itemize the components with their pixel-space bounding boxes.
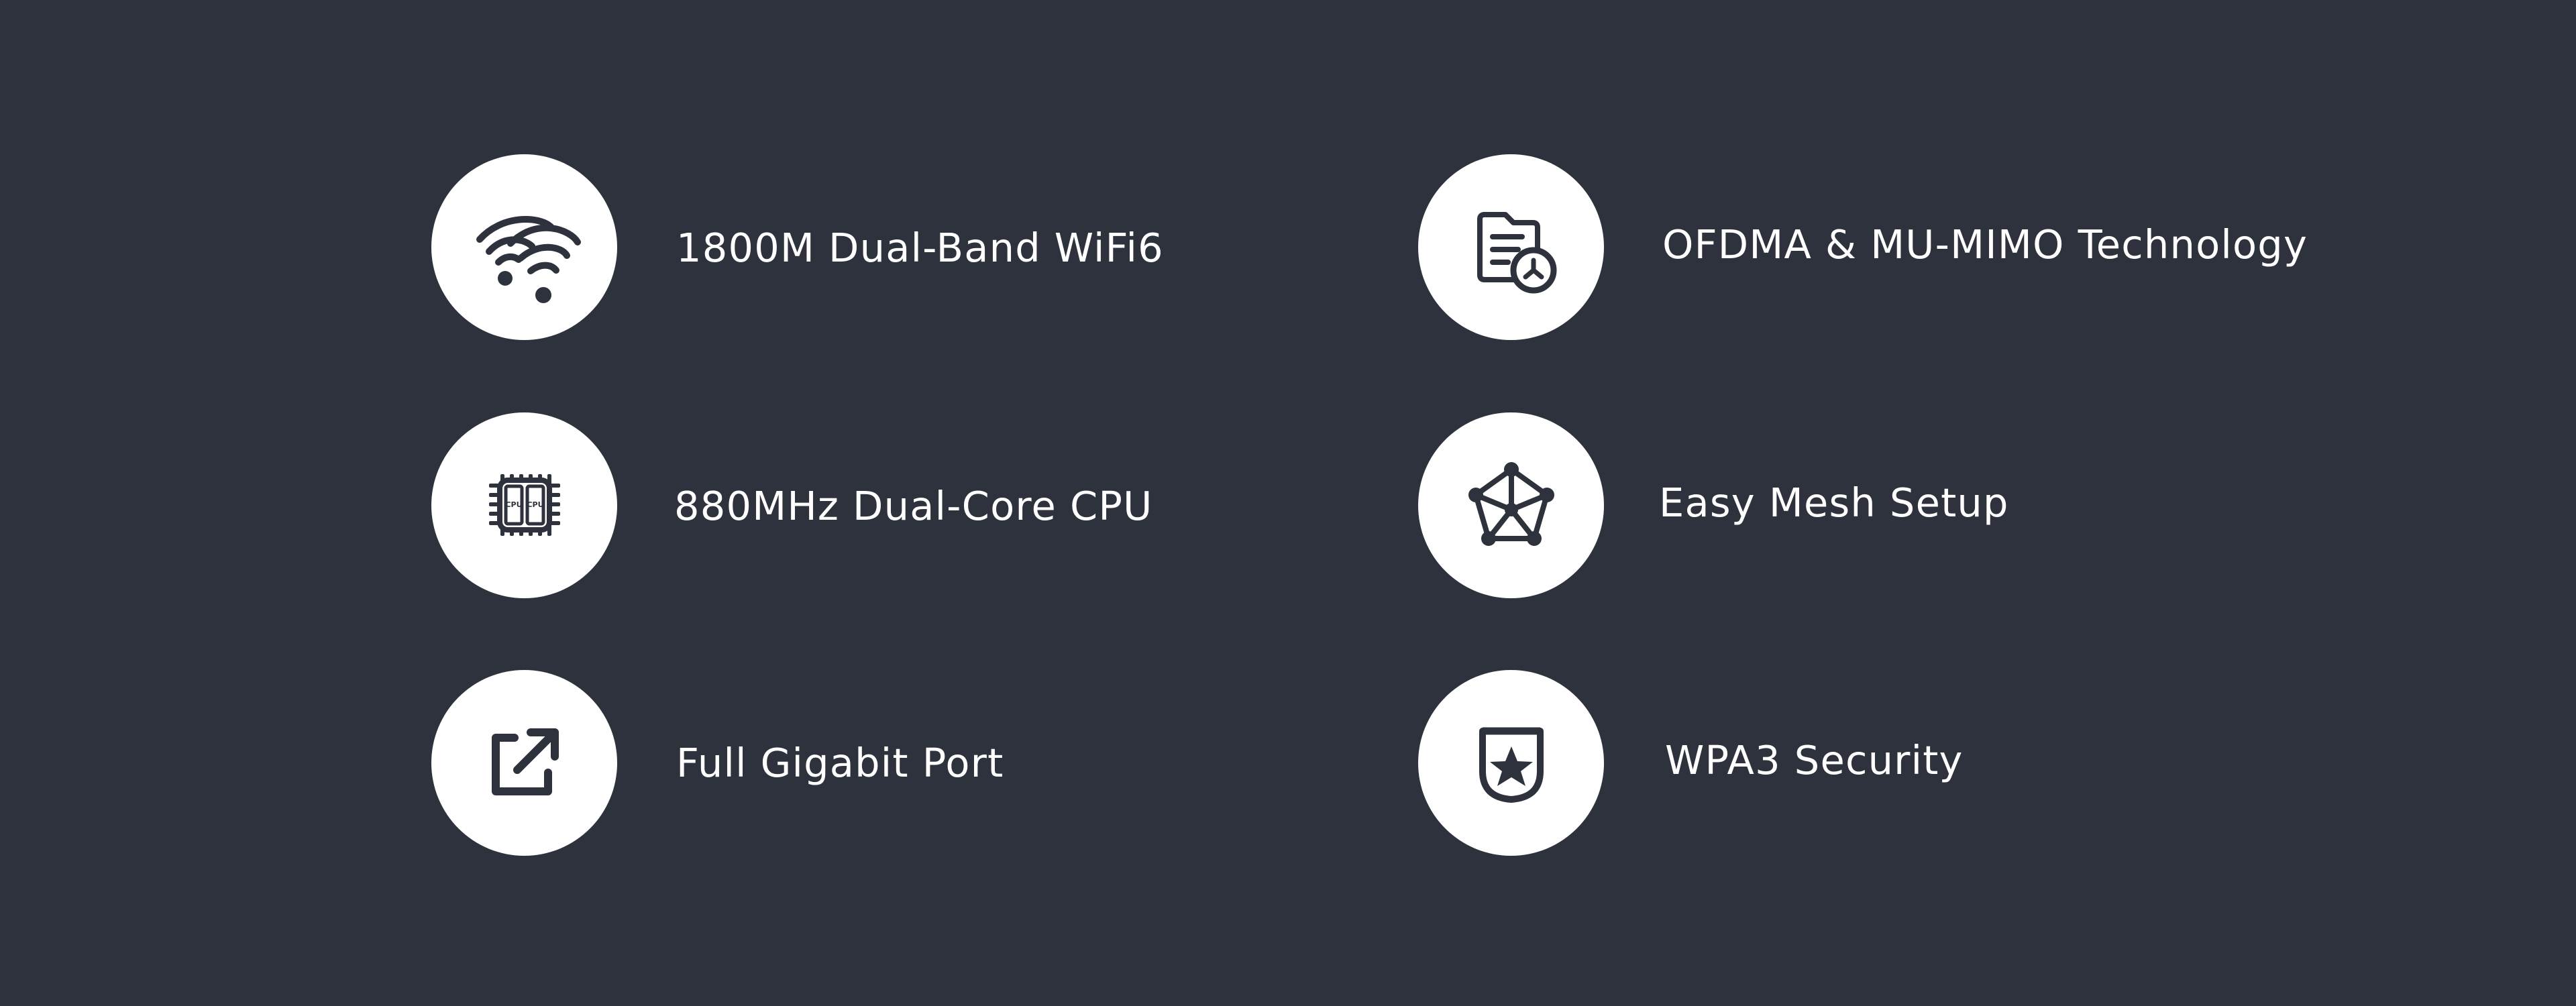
mesh-network-icon	[1468, 462, 1554, 546]
feature-icon-circle	[431, 669, 617, 856]
feature-label: 880MHz Dual-Core CPU	[674, 482, 1153, 529]
feature-gigabit-port: Full Gigabit Port	[431, 669, 1004, 856]
shield-star-icon	[1479, 727, 1544, 803]
feature-icon-circle: CPU CPU	[431, 412, 617, 598]
feature-wpa3: WPA3 Security	[1418, 669, 1964, 856]
feature-icon-circle	[1418, 412, 1604, 598]
feature-label: WPA3 Security	[1665, 736, 1964, 783]
feature-label: 1800M Dual-Band WiFi6	[676, 224, 1164, 271]
feature-icon-circle	[431, 154, 617, 340]
document-clock-icon	[1477, 212, 1556, 294]
feature-label: Full Gigabit Port	[676, 739, 1004, 786]
feature-cpu: CPU CPU 880MHz Dual-Core CPU	[431, 411, 1153, 599]
feature-icon-circle	[1418, 154, 1604, 340]
feature-icon-circle	[1418, 669, 1604, 856]
feature-wifi: 1800M Dual-Band WiFi6	[431, 153, 1164, 341]
cpu-chip-icon: CPU CPU	[488, 474, 560, 536]
chip-label: CPU	[505, 500, 522, 509]
feature-label: OFDMA & MU-MIMO Technology	[1662, 221, 2308, 268]
chip-label: CPU	[527, 500, 543, 509]
feature-label: Easy Mesh Setup	[1659, 479, 2009, 526]
feature-mesh: Easy Mesh Setup	[1418, 411, 2009, 599]
external-link-icon	[491, 728, 559, 795]
feature-ofdma: OFDMA & MU-MIMO Technology	[1418, 153, 2308, 341]
wifi-icon	[476, 215, 581, 303]
